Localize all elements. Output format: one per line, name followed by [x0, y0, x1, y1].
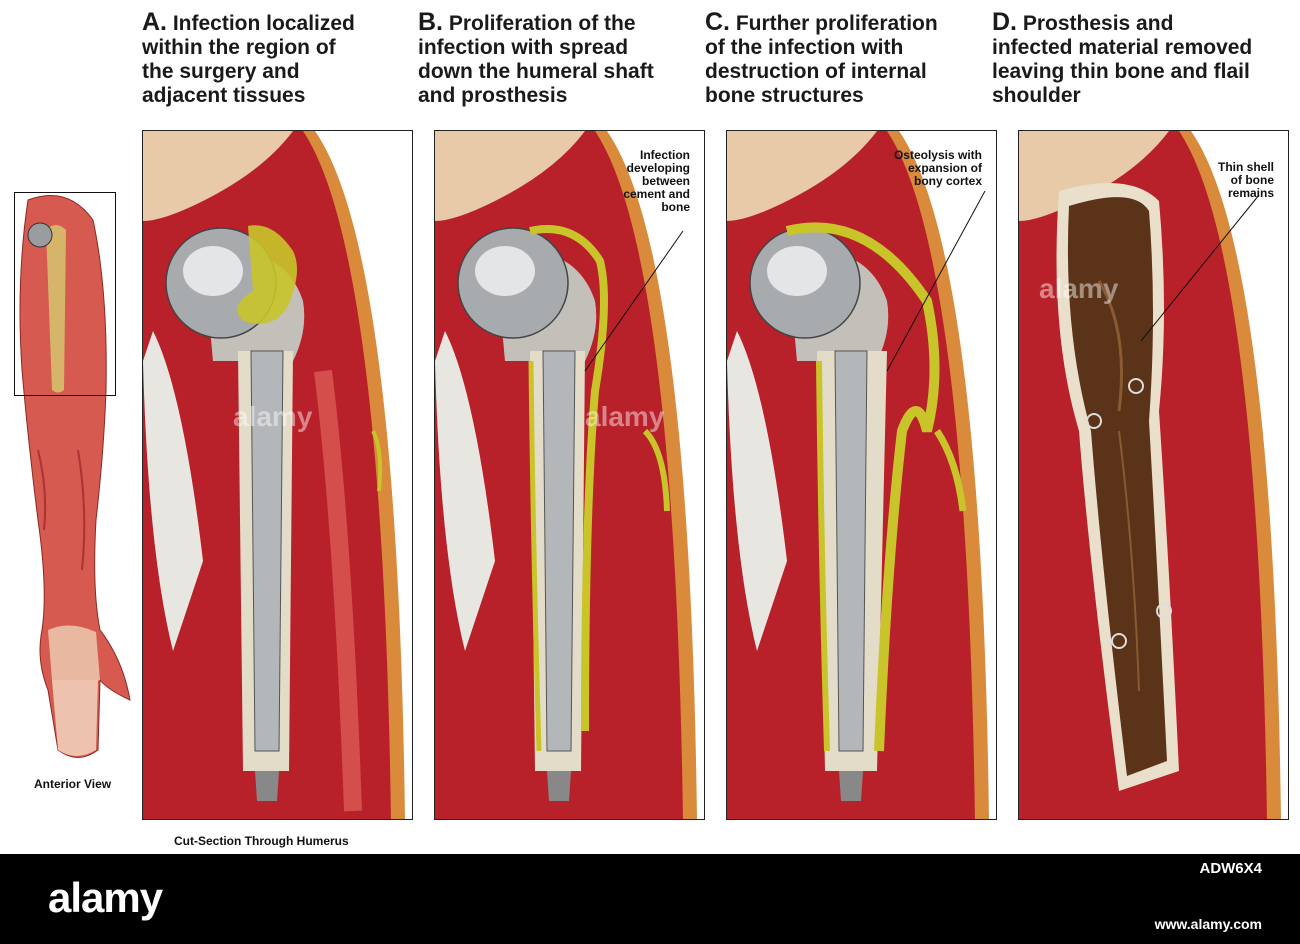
- callout-line: bone: [661, 200, 690, 214]
- panel-d-letter: D.: [992, 8, 1017, 36]
- panel-b-title-line: and prosthesis: [418, 84, 568, 107]
- callout-line: of bone: [1230, 173, 1274, 187]
- callout-line: developing: [626, 161, 690, 175]
- panel-c-title: C. Further proliferation of the infectio…: [705, 10, 938, 108]
- panel-a-letter: A.: [142, 8, 167, 36]
- panel-a: alamy: [142, 130, 413, 820]
- panel-c-title-line: destruction of internal: [705, 60, 927, 83]
- arm-overview-drawing: [19, 195, 131, 758]
- footer-brand-logo: alamy: [48, 874, 163, 921]
- panel-b-title-line: Proliferation of the: [448, 12, 636, 35]
- panel-a-title: A. Infection localized within the region…: [142, 10, 355, 108]
- panel-b: Infection developing between cement and …: [434, 130, 705, 820]
- zoom-box: [14, 192, 116, 396]
- panel-d-title-line: leaving thin bone and flail: [992, 60, 1250, 83]
- panel-c-callout: Osteolysis with expansion of bony cortex: [894, 149, 982, 188]
- panel-d: Thin shell of bone remains alamy: [1018, 130, 1289, 820]
- panel-d-title-line: shoulder: [992, 84, 1081, 107]
- image-id: ADW6X4: [1199, 860, 1262, 877]
- watermark: alamy: [585, 401, 665, 432]
- panel-c: Osteolysis with expansion of bony cortex: [726, 130, 997, 820]
- callout-line: Infection: [640, 148, 690, 162]
- panel-c-title-line: Further proliferation: [735, 12, 938, 35]
- panel-d-title-line: infected material removed: [992, 36, 1253, 59]
- panel-d-title-line: Prosthesis and: [1022, 12, 1174, 35]
- panel-b-letter: B.: [418, 8, 443, 36]
- callout-line: Thin shell: [1217, 160, 1274, 174]
- panel-b-callout: Infection developing between cement and …: [623, 149, 690, 214]
- callout-line: remains: [1227, 186, 1274, 200]
- callout-line: between: [641, 174, 690, 188]
- footer-url: www.alamy.com: [1154, 916, 1262, 932]
- panel-c-title-line: bone structures: [705, 84, 864, 107]
- panel-d-title: D. Prosthesis and infected material remo…: [992, 10, 1252, 108]
- callout-line: expansion of: [907, 161, 982, 175]
- panel-b-title-line: down the humeral shaft: [418, 60, 654, 83]
- panel-a-illustration: [143, 131, 412, 819]
- callout-line: cement and: [623, 187, 690, 201]
- panel-d-illustration: [1019, 131, 1288, 819]
- footer-bar: alamy ADW6X4 www.alamy.com: [0, 854, 1300, 944]
- panel-b-title: B. Proliferation of the infection with s…: [418, 10, 654, 108]
- anterior-view-label: Anterior View: [34, 777, 112, 791]
- panel-d-callout: Thin shell of bone remains: [1218, 161, 1274, 200]
- panel-c-illustration: [727, 131, 996, 819]
- arm-overview-illustration: [8, 190, 138, 770]
- panel-a-title-line: adjacent tissues: [142, 84, 306, 107]
- panel-b-title-line: infection with spread: [418, 36, 629, 59]
- panel-a-title-line: within the region of: [142, 36, 336, 59]
- watermark: alamy: [233, 401, 313, 432]
- panel-a-title-line: Infection localized: [172, 12, 355, 35]
- panel-c-title-line: of the infection with: [705, 36, 904, 59]
- panel-c-letter: C.: [705, 8, 730, 36]
- callout-line: Osteolysis with: [893, 148, 982, 162]
- callout-line: bony cortex: [913, 174, 982, 188]
- cut-section-label: Cut-Section Through Humerus: [174, 834, 349, 848]
- panel-b-illustration: [435, 131, 704, 819]
- watermark: alamy: [1039, 273, 1119, 304]
- panel-a-title-line: the surgery and: [142, 60, 300, 83]
